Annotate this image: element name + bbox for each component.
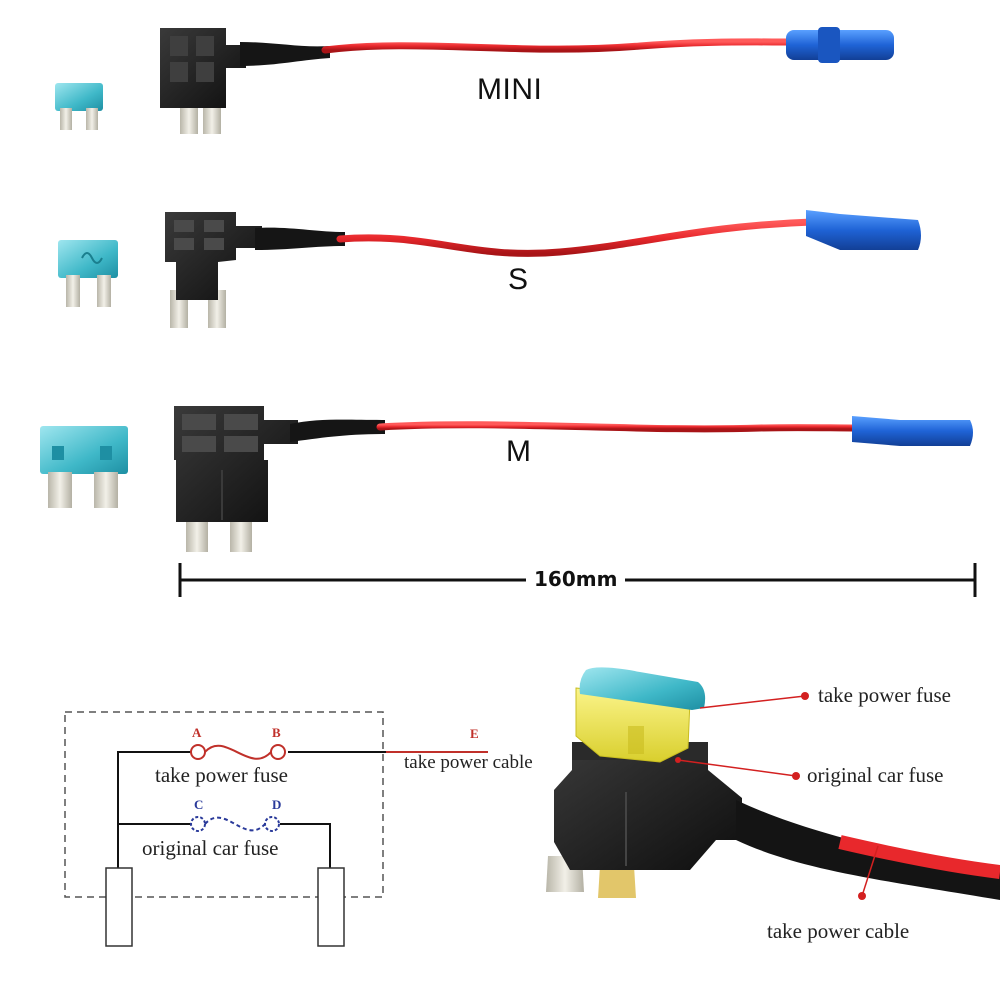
m-label: M [506,435,532,468]
s-blue-terminal [806,210,921,250]
point-b-label: B [272,725,281,740]
s-label: S [508,263,529,296]
fuse-tap-closeup [546,667,1000,900]
diagram-original-car-fuse-label: original car fuse [142,836,279,861]
m-fuse [40,426,128,508]
m-fuse-tap-holder [174,406,298,552]
mini-fuse-tap-holder [160,28,246,134]
diagram-take-power-cable-label: take power cable [404,752,533,773]
s-shrink-tube [255,227,345,250]
s-fuse [58,240,118,307]
m-shrink-tube [290,419,385,442]
point-a-label: A [192,725,202,740]
m-blue-terminal [852,416,973,446]
callout-take-power-fuse: take power fuse [818,683,951,707]
mini-shrink-tube [240,42,330,66]
diagram-take-power-fuse-label: take power fuse [155,763,288,788]
point-d-label: D [272,797,282,812]
mini-blue-terminal [786,27,894,63]
mini-fuse [55,83,103,130]
m-red-wire [376,421,862,433]
callout-take-power-cable: take power cable [767,919,910,943]
s-red-wire [336,218,816,257]
callout-original-car-fuse: original car fuse [807,763,944,787]
mini-red-wire [321,38,794,54]
mini-label: MINI [477,73,543,106]
point-c-label: C [194,797,204,812]
circuit-diagram [64,711,488,947]
s-fuse-tap-holder [165,212,262,328]
dimension-label: 160mm [526,567,626,591]
point-e-label: E [470,726,479,741]
